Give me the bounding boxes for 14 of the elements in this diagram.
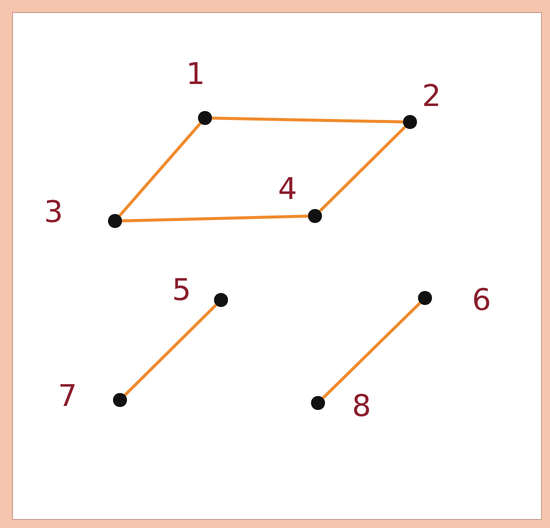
vertex-number: 3	[44, 198, 64, 228]
connector-line	[118, 122, 202, 217]
connector-line	[318, 126, 406, 212]
connector-line	[122, 214, 308, 222]
vertex-number: 1	[186, 60, 206, 90]
vertex-number: 8	[352, 392, 372, 422]
vertex-number: 6	[472, 286, 492, 316]
connector-line	[212, 116, 404, 124]
vertex-number: 2	[422, 82, 442, 112]
vertex-number: 5	[172, 276, 192, 306]
connector-line	[124, 304, 218, 396]
connector-line	[322, 302, 422, 400]
vertex-number: 7	[58, 382, 78, 412]
vertex-number: 4	[278, 175, 298, 205]
